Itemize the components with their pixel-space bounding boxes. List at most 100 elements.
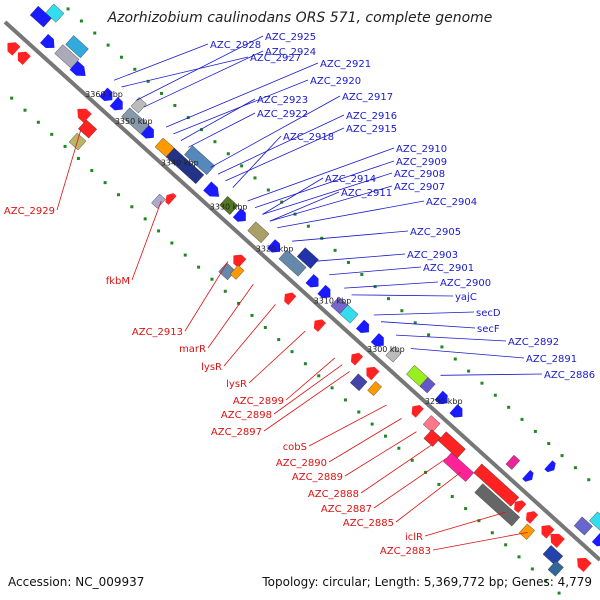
forward-gene-label: AZC_2920 bbox=[310, 76, 361, 87]
tick-dot bbox=[36, 120, 40, 124]
label-leader bbox=[292, 230, 409, 242]
forward-gene-label: AZC_2903 bbox=[407, 250, 458, 261]
forward-gene-label: secD bbox=[476, 308, 501, 319]
gene-box bbox=[339, 304, 359, 324]
gene-feature bbox=[473, 463, 520, 507]
gene-box bbox=[219, 196, 239, 215]
tick-dot bbox=[79, 19, 83, 23]
tick-dot bbox=[250, 313, 254, 317]
label-leader bbox=[113, 43, 209, 81]
label-leader bbox=[410, 348, 525, 359]
label-leader bbox=[308, 404, 387, 447]
gene-feature bbox=[423, 429, 442, 447]
tick-dot bbox=[333, 248, 337, 252]
gene-feature bbox=[589, 511, 600, 531]
reverse-gene-label: marR bbox=[179, 344, 206, 355]
gene-box bbox=[229, 264, 245, 280]
tick-dot bbox=[63, 144, 67, 148]
tick-dot bbox=[119, 55, 123, 59]
gene-feature bbox=[518, 523, 535, 540]
gene-arrow bbox=[577, 557, 592, 573]
gene-box bbox=[296, 247, 319, 269]
label-leader bbox=[232, 135, 282, 188]
tick-dot bbox=[560, 454, 564, 458]
label-leader bbox=[263, 371, 350, 432]
reverse-gene-label: AZC_2888 bbox=[308, 489, 359, 500]
forward-gene-label: AZC_2915 bbox=[346, 124, 397, 135]
label-leader bbox=[360, 444, 432, 494]
gene-feature bbox=[573, 516, 593, 536]
forward-gene-label: AZC_2911 bbox=[341, 188, 392, 199]
label-leader bbox=[344, 431, 417, 477]
gene-feature bbox=[544, 460, 556, 473]
tick-dot bbox=[303, 362, 307, 366]
gene-feature bbox=[591, 532, 600, 547]
kbp-tick-label: 3320 kbp bbox=[256, 244, 294, 253]
label-leader bbox=[440, 373, 543, 376]
forward-gene-label: AZC_2892 bbox=[508, 337, 559, 348]
reverse-gene-label: cobS bbox=[283, 442, 307, 453]
gene-feature bbox=[350, 352, 364, 366]
gene-feature bbox=[437, 431, 466, 459]
gene-box bbox=[474, 483, 521, 527]
gene-feature bbox=[349, 373, 368, 392]
forward-gene-label: AZC_2905 bbox=[410, 227, 461, 238]
tick-dot bbox=[504, 543, 508, 547]
reverse-gene-label: iclR bbox=[405, 532, 423, 543]
tick-dot bbox=[587, 478, 591, 482]
forward-gene-label: AZC_2908 bbox=[394, 169, 445, 180]
tick-dot bbox=[450, 495, 454, 499]
reverse-gene-label: AZC_2883 bbox=[380, 546, 431, 557]
gene-feature bbox=[542, 545, 564, 566]
forward-gene-label: AZC_2917 bbox=[342, 92, 393, 103]
tick-dot bbox=[306, 224, 310, 228]
gene-arrow bbox=[7, 42, 21, 56]
gene-box bbox=[437, 431, 466, 459]
tick-dot bbox=[427, 333, 431, 337]
gene-arrow bbox=[350, 352, 364, 366]
label-leader bbox=[395, 471, 462, 523]
gene-arrow bbox=[203, 181, 220, 197]
gene-feature bbox=[130, 97, 147, 114]
tick-dot bbox=[440, 345, 444, 349]
gene-feature bbox=[443, 452, 475, 482]
gene-feature bbox=[474, 483, 521, 527]
gene-feature bbox=[7, 42, 21, 56]
label-leader bbox=[277, 200, 425, 229]
gene-arrow bbox=[522, 469, 534, 482]
label-leader bbox=[262, 177, 324, 215]
tick-dot bbox=[170, 241, 174, 245]
gene-feature bbox=[77, 108, 92, 123]
gene-feature bbox=[505, 454, 521, 470]
tick-dot bbox=[386, 297, 390, 301]
reverse-gene-label: AZC_2887 bbox=[321, 504, 372, 515]
forward-gene-label: AZC_2904 bbox=[426, 197, 477, 208]
gene-arrow bbox=[317, 284, 331, 299]
gene-feature bbox=[411, 405, 424, 418]
label-leader bbox=[248, 330, 306, 384]
label-leader bbox=[165, 62, 319, 128]
label-leader bbox=[121, 56, 249, 88]
gene-feature bbox=[313, 319, 327, 332]
label-leader bbox=[269, 185, 393, 222]
gene-arrow bbox=[284, 292, 297, 306]
forward-gene-label: AZC_2922 bbox=[257, 109, 308, 120]
label-leader bbox=[395, 334, 507, 342]
forward-gene-label: AZC_2927 bbox=[250, 53, 301, 64]
kbp-tick-label: 3360 kbp bbox=[85, 90, 123, 99]
gene-feature bbox=[151, 193, 166, 209]
label-leader bbox=[247, 147, 395, 202]
tick-dot bbox=[330, 386, 334, 390]
gene-arrow bbox=[544, 460, 556, 473]
kbp-tick-label: 3310 kbp bbox=[314, 297, 352, 306]
gene-feature bbox=[267, 239, 280, 253]
label-leader bbox=[136, 35, 264, 101]
gene-features bbox=[7, 3, 600, 577]
tick-dot bbox=[210, 277, 214, 281]
gene-feature bbox=[434, 390, 448, 405]
gene-arrow bbox=[232, 208, 246, 222]
tick-dot bbox=[464, 507, 468, 511]
tick-dot bbox=[520, 417, 524, 421]
gene-arrow bbox=[411, 405, 424, 418]
